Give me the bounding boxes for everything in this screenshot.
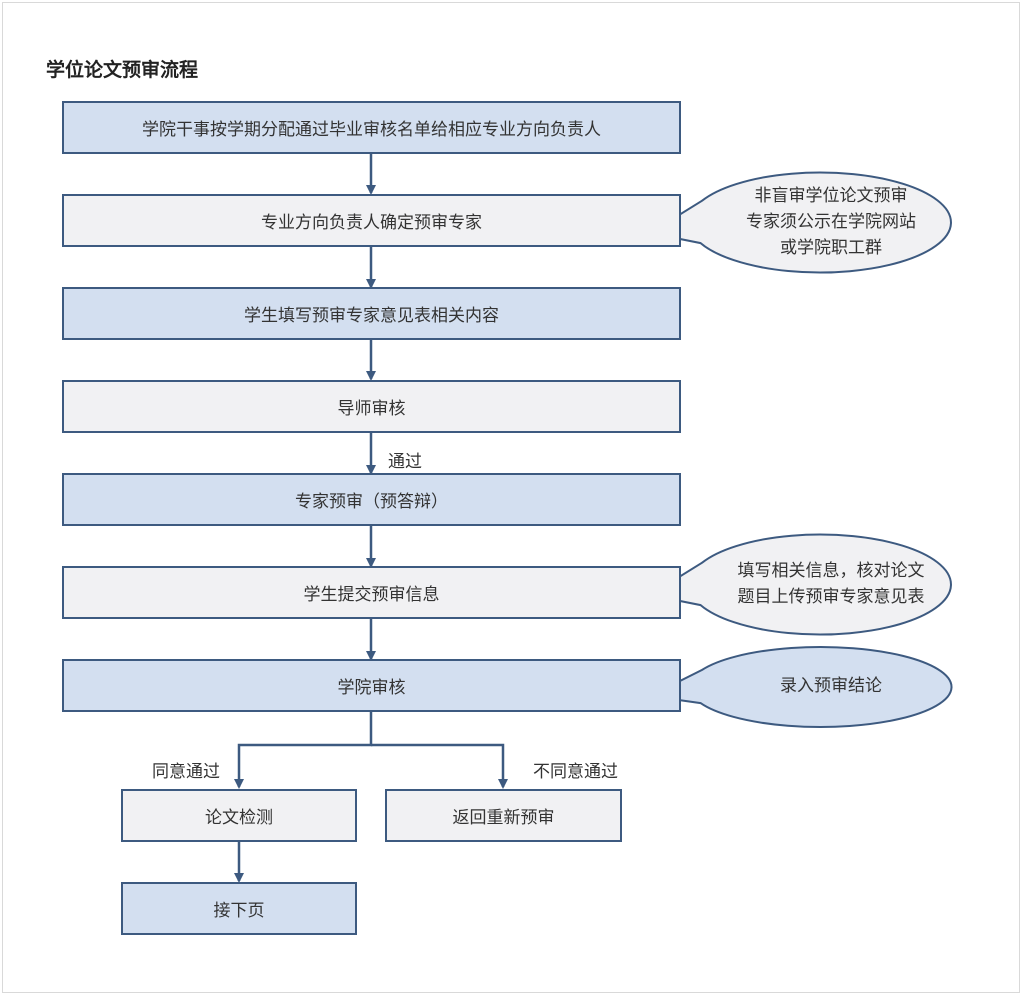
branch-label-pass: 同意通过 [152, 762, 220, 782]
note-2-line-2: 题目上传预审专家意见表 [737, 587, 925, 607]
note-1-line-3: 或学院职工群 [780, 238, 882, 258]
re-review-box: 返回重新预审 [385, 789, 622, 842]
note-balloon-1 [647, 171, 952, 274]
note-1-line-2: 专家须公示在学院网站 [746, 212, 916, 232]
edge-label-pass: 通过 [388, 452, 422, 472]
step-3-box: 学生填写预审专家意见表相关内容 [62, 287, 681, 340]
branch-fail [371, 743, 508, 789]
step-6-box: 学生提交预审信息 [62, 566, 681, 619]
note-2-text: 填写相关信息，核对论文 题目上传预审专家意见表 [700, 558, 962, 610]
check-thesis-box: 论文检测 [121, 789, 357, 842]
step-7-box: 学院审核 [62, 659, 681, 712]
note-balloon-2 [647, 533, 952, 636]
note-3-text: 录入预审结论 [700, 673, 962, 699]
step-2-box: 专业方向负责人确定预审专家 [62, 194, 681, 247]
note-1-line-1: 非盲审学位论文预审 [754, 186, 908, 206]
branch-split [234, 712, 373, 789]
note-balloon-3 [646, 646, 953, 729]
step-5-box: 专家预审（预答辩） [62, 473, 681, 526]
note-3-line-1: 录入预审结论 [780, 676, 882, 696]
next-page-box: 接下页 [121, 882, 357, 935]
step-1-box: 学院干事按学期分配通过毕业审核名单给相应专业方向负责人 [62, 101, 681, 154]
step-4-box: 导师审核 [62, 380, 681, 433]
note-2-line-1: 填写相关信息，核对论文 [737, 561, 925, 581]
diagram-title: 学位论文预审流程 [46, 59, 199, 81]
note-1-text: 非盲审学位论文预审 专家须公示在学院网站 或学院职工群 [700, 183, 962, 261]
branch-label-fail: 不同意通过 [533, 762, 618, 782]
